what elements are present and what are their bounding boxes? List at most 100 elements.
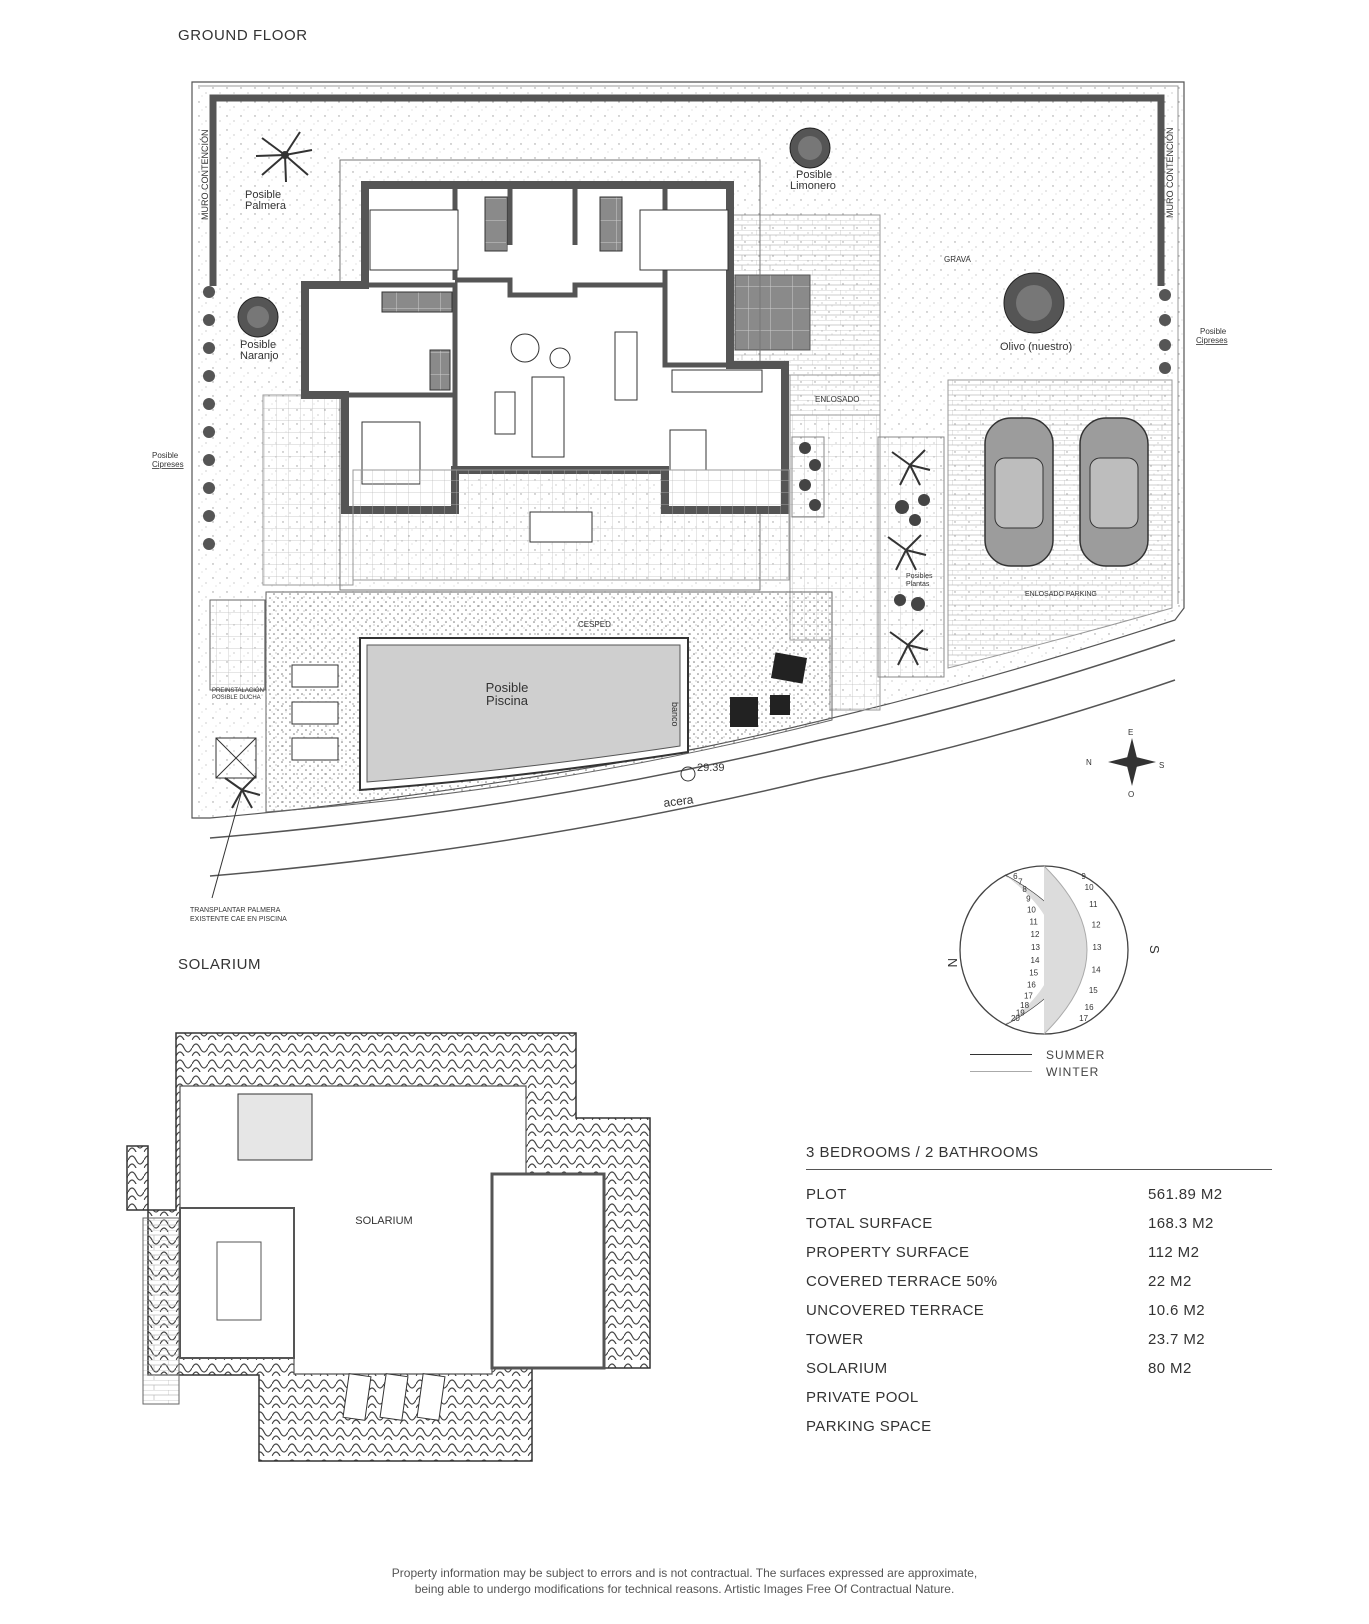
spec-row: UNCOVERED TERRACE 10.6 M2 — [806, 1296, 1272, 1325]
spec-label: UNCOVERED TERRACE — [806, 1302, 985, 1319]
summer-hour-label: 9 — [1026, 895, 1031, 904]
legend-winter-label: WINTER — [1046, 1064, 1100, 1079]
cypress-row-left — [203, 286, 215, 550]
svg-text:N: N — [1086, 758, 1092, 767]
machine-room — [215, 737, 257, 779]
spec-value: 168.3 M2 — [1148, 1215, 1214, 1232]
winter-hour-label: 13 — [1093, 943, 1102, 952]
jacuzzi-icon — [237, 1093, 313, 1161]
grava-label: GRAVA — [944, 255, 971, 264]
table-icon — [216, 1241, 262, 1321]
solarium-heading: SOLARIUM — [178, 956, 262, 973]
spec-label: COVERED TERRACE 50% — [806, 1273, 998, 1290]
solarium-room-label: SOLARIUM — [355, 1215, 412, 1227]
muro-left-label: MURO CONTENCIÓN — [200, 130, 210, 221]
coffee-table-icon — [494, 391, 516, 435]
solarium-plan — [126, 1032, 651, 1462]
sun-chart-n: N — [945, 958, 960, 967]
enlosado-label: ENLOSADO — [815, 395, 859, 404]
sun-path-diagram: N S — [945, 865, 1162, 1035]
car-icon — [984, 417, 1054, 567]
spec-label: SOLARIUM — [806, 1360, 888, 1377]
bed-icon — [369, 209, 459, 271]
winter-hour-label: 12 — [1092, 920, 1101, 929]
kitchen-counter — [671, 369, 763, 393]
spec-row: COVERED TERRACE 50% 22 M2 — [806, 1267, 1272, 1296]
sun-chart-legend: SUMMER WINTER — [970, 1046, 1105, 1080]
spec-value: 112 M2 — [1148, 1244, 1200, 1261]
spec-row: PRIVATE POOL — [806, 1383, 1272, 1412]
orange-tree-icon — [237, 296, 279, 338]
table-icon — [549, 347, 571, 369]
dark-terrace — [734, 274, 811, 351]
bed-icon — [639, 209, 729, 271]
leader-line — [211, 789, 243, 899]
winter-hour-label: 15 — [1089, 986, 1098, 995]
winter-hour-label: 14 — [1092, 966, 1101, 975]
compass-icon: N S E O — [1086, 728, 1164, 799]
pavement-edge — [209, 679, 1176, 877]
spec-label: PRIVATE POOL — [806, 1389, 919, 1406]
summer-hour-label: 11 — [1030, 917, 1039, 926]
spec-label: PROPERTY SURFACE — [806, 1244, 970, 1261]
level-label: 29.39 — [697, 762, 725, 774]
sunlounger-icon — [291, 664, 339, 761]
sunlounger-icon — [342, 1373, 446, 1421]
spec-label: PARKING SPACE — [806, 1418, 932, 1435]
shower-area — [209, 599, 266, 691]
cypress-row-right — [1159, 289, 1171, 374]
cesped-label: CESPED — [578, 620, 611, 629]
lemon-tree-icon — [789, 127, 831, 169]
specs-title: 3 BEDROOMS / 2 BATHROOMS — [806, 1144, 1272, 1170]
legend-winter: WINTER — [970, 1063, 1105, 1080]
pool-water — [366, 644, 681, 783]
spec-label: PLOT — [806, 1186, 847, 1203]
acera-label: acera — [663, 792, 695, 810]
olivo-label: Olivo (nuestro) — [1000, 341, 1072, 353]
curb — [209, 639, 1176, 839]
spec-value: 80 M2 — [1148, 1360, 1192, 1377]
spec-value: 22 M2 — [1148, 1273, 1192, 1290]
palm-tree-icon — [255, 131, 313, 183]
olive-tree-icon — [1003, 272, 1065, 334]
spec-value: 10.6 M2 — [1148, 1302, 1205, 1319]
disclaimer: Property information may be subject to e… — [0, 1565, 1369, 1597]
summer-hour-label: 16 — [1027, 981, 1036, 990]
summer-hour-label: 8 — [1022, 885, 1027, 894]
shrub-icon — [799, 442, 821, 511]
shrub-icon — [894, 494, 930, 611]
spec-value: 23.7 M2 — [1148, 1331, 1205, 1348]
svg-text:O: O — [1128, 790, 1134, 799]
summer-hour-label: 18 — [1020, 1001, 1029, 1010]
legend-summer-line — [970, 1054, 1032, 1055]
summer-hour-label: 10 — [1027, 905, 1036, 914]
spec-row: SOLARIUM 80 M2 — [806, 1354, 1272, 1383]
parking-label: ENLOSADO PARKING — [1025, 591, 1097, 598]
machine-cross — [215, 737, 257, 779]
summer-hour-label: 19 — [1016, 1009, 1025, 1018]
spec-row: PROPERTY SURFACE 112 M2 — [806, 1238, 1272, 1267]
garden-furniture-icon — [730, 652, 808, 727]
legend-winter-line — [970, 1071, 1032, 1072]
summer-hour-label: 13 — [1031, 943, 1040, 952]
muro-right-label: MURO CONTENCIÓN — [1165, 128, 1175, 219]
winter-hour-label: 9 — [1081, 872, 1086, 881]
winter-hour-label: 16 — [1085, 1003, 1094, 1012]
spec-row: PARKING SPACE — [806, 1412, 1272, 1441]
disclaimer-line-2: being able to undergo modifications for … — [414, 1582, 955, 1596]
car-icon — [1079, 417, 1149, 567]
winter-hour-label: 11 — [1089, 900, 1098, 909]
